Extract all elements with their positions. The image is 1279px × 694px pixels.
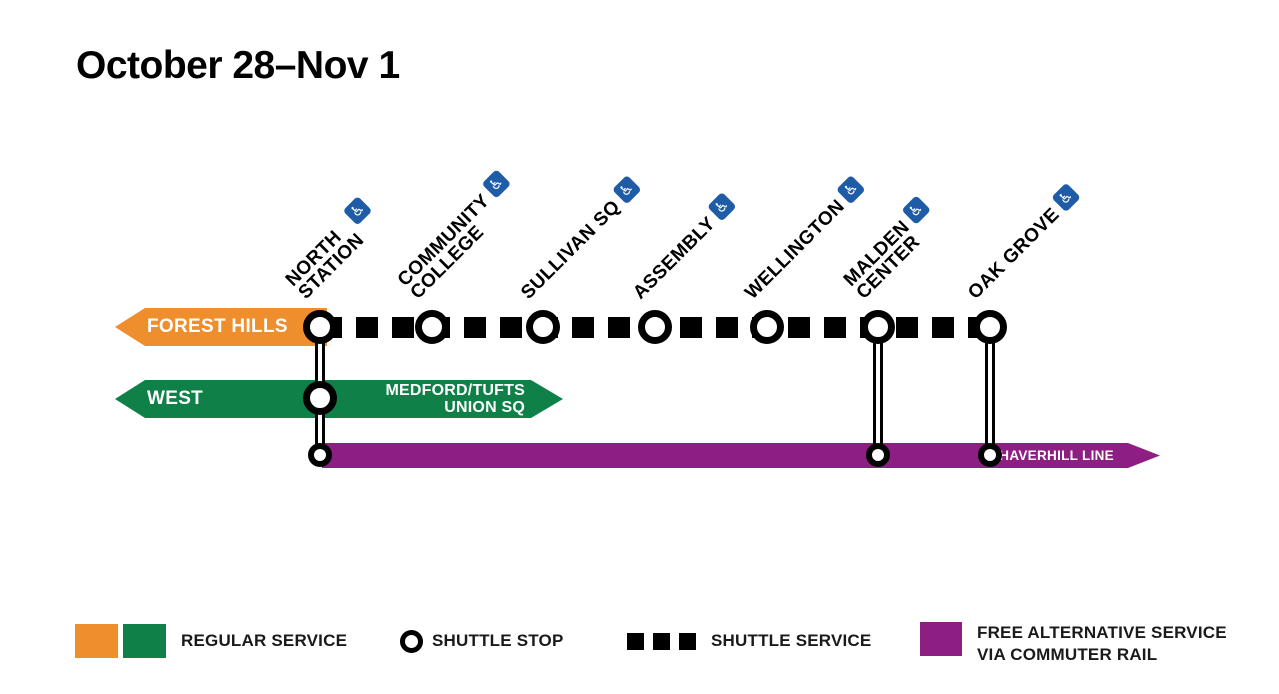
- station-label-assembly: ASSEMBLY ♿: [629, 191, 738, 304]
- accessible-icon: ♿: [1050, 182, 1081, 213]
- accessible-icon: ♿: [342, 195, 373, 226]
- station-label-oak-grove: OAK GROVE ♿: [964, 182, 1082, 304]
- shuttle-service-dash-icon: [653, 632, 670, 650]
- page-title: October 28–Nov 1: [76, 44, 400, 87]
- stop-north-station-commuter-rail: [308, 443, 332, 467]
- legend-shuttle-service: SHUTTLE SERVICE: [627, 624, 871, 658]
- orange-line-destination-label: FOREST HILLS: [147, 316, 288, 337]
- stop-assembly: [638, 310, 672, 344]
- stop-north-station-green-line: [303, 381, 337, 415]
- station-name: WELLINGTON: [741, 195, 849, 304]
- connector-malden-center: [873, 327, 883, 455]
- green-line-west-label: WEST: [147, 388, 204, 409]
- station-label-sullivan-sq: SULLIVAN SQ ♿: [517, 174, 643, 304]
- stop-community-college: [415, 310, 449, 344]
- stop-wellington: [750, 310, 784, 344]
- shuttle-stop-icon: [400, 629, 423, 653]
- commuter-rail-band: HAVERHILL LINE: [322, 443, 1160, 468]
- stop-north-station: [303, 310, 337, 344]
- commuter-rail-swatch: [920, 622, 962, 656]
- orange-line-swatch: [75, 624, 118, 658]
- stop-oak-grove: [973, 310, 1007, 344]
- station-name: SULLIVAN SQ: [517, 195, 625, 304]
- accessible-icon: ♿: [901, 195, 931, 226]
- green-line-band: WEST MEDFORD/TUFTS UNION SQ: [115, 380, 563, 418]
- legend-shuttle-stop-label: SHUTTLE STOP: [432, 631, 564, 650]
- accessible-icon: ♿: [836, 174, 866, 204]
- legend-shuttle-service-label: SHUTTLE SERVICE: [711, 631, 872, 650]
- shuttle-service-dash-icon: [627, 632, 644, 650]
- green-line-east-label: MEDFORD/TUFTS UNION SQ: [386, 382, 563, 416]
- accessible-icon: ♿: [481, 169, 512, 199]
- accessible-icon: ♿: [707, 191, 737, 222]
- stop-malden-center-commuter-rail: [866, 443, 890, 467]
- green-line-east-label-line2: UNION SQ: [444, 399, 525, 416]
- legend-free-alternative-service: FREE ALTERNATIVE SERVICE VIA COMMUTER RA…: [920, 622, 1227, 665]
- legend-regular-service: REGULAR SERVICE: [75, 624, 347, 658]
- accessible-icon: ♿: [611, 174, 642, 205]
- green-line-east-label-line1: MEDFORD/TUFTS: [385, 382, 525, 399]
- legend-free-alternative-label: FREE ALTERNATIVE SERVICE VIA COMMUTER RA…: [977, 623, 1227, 664]
- station-name: ASSEMBLY: [629, 212, 720, 304]
- stop-malden-center: [861, 310, 895, 344]
- shuttle-service-dash-icon: [679, 632, 696, 650]
- station-name: OAK GROVE: [964, 203, 1064, 304]
- legend-regular-service-label: REGULAR SERVICE: [181, 631, 348, 650]
- stop-oak-grove-commuter-rail: [978, 443, 1002, 467]
- commuter-rail-label: HAVERHILL LINE: [999, 448, 1114, 463]
- legend-shuttle-stop: SHUTTLE STOP: [400, 624, 564, 658]
- orange-line-band: FOREST HILLS: [115, 308, 327, 346]
- green-line-swatch: [123, 624, 166, 658]
- stop-sullivan-sq: [526, 310, 560, 344]
- connector-oak-grove: [985, 327, 995, 455]
